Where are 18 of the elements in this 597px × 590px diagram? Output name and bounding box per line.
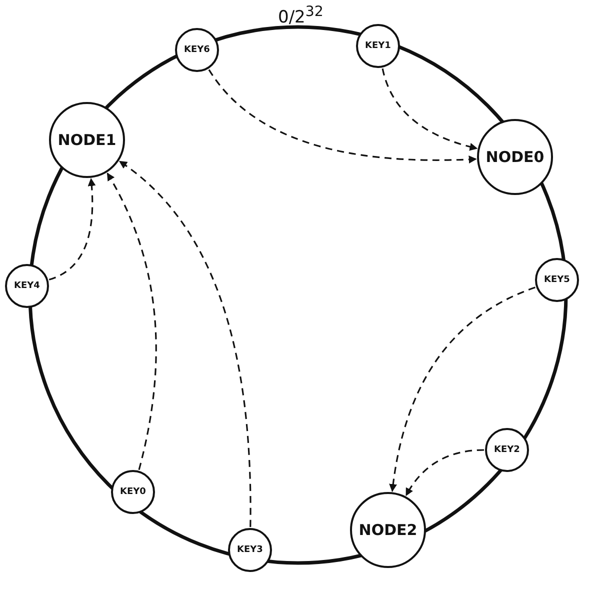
server-node-circle: NODE1 xyxy=(49,102,125,178)
server-node-circle: NODE0 xyxy=(477,119,553,195)
key-circle: KEY1 xyxy=(356,24,400,68)
ring-origin-label: 0/2$^{32}$ xyxy=(278,4,324,28)
dashed-arrow xyxy=(405,449,484,496)
dashed-arrow xyxy=(118,160,252,527)
dashed-arrow xyxy=(389,286,536,492)
dashed-arrow xyxy=(382,68,478,151)
key-circle: KEY4 xyxy=(5,264,49,308)
key-circle: KEY0 xyxy=(111,470,155,514)
key-circle: KEY5 xyxy=(535,258,579,302)
dashed-arrow xyxy=(106,172,157,470)
key-circle: KEY6 xyxy=(175,28,219,72)
key-circle: KEY2 xyxy=(485,428,529,472)
dashed-arrow xyxy=(48,178,96,280)
dashed-arrow xyxy=(208,69,477,164)
key-circle: KEY3 xyxy=(228,528,272,572)
server-node-circle: NODE2 xyxy=(350,492,426,568)
